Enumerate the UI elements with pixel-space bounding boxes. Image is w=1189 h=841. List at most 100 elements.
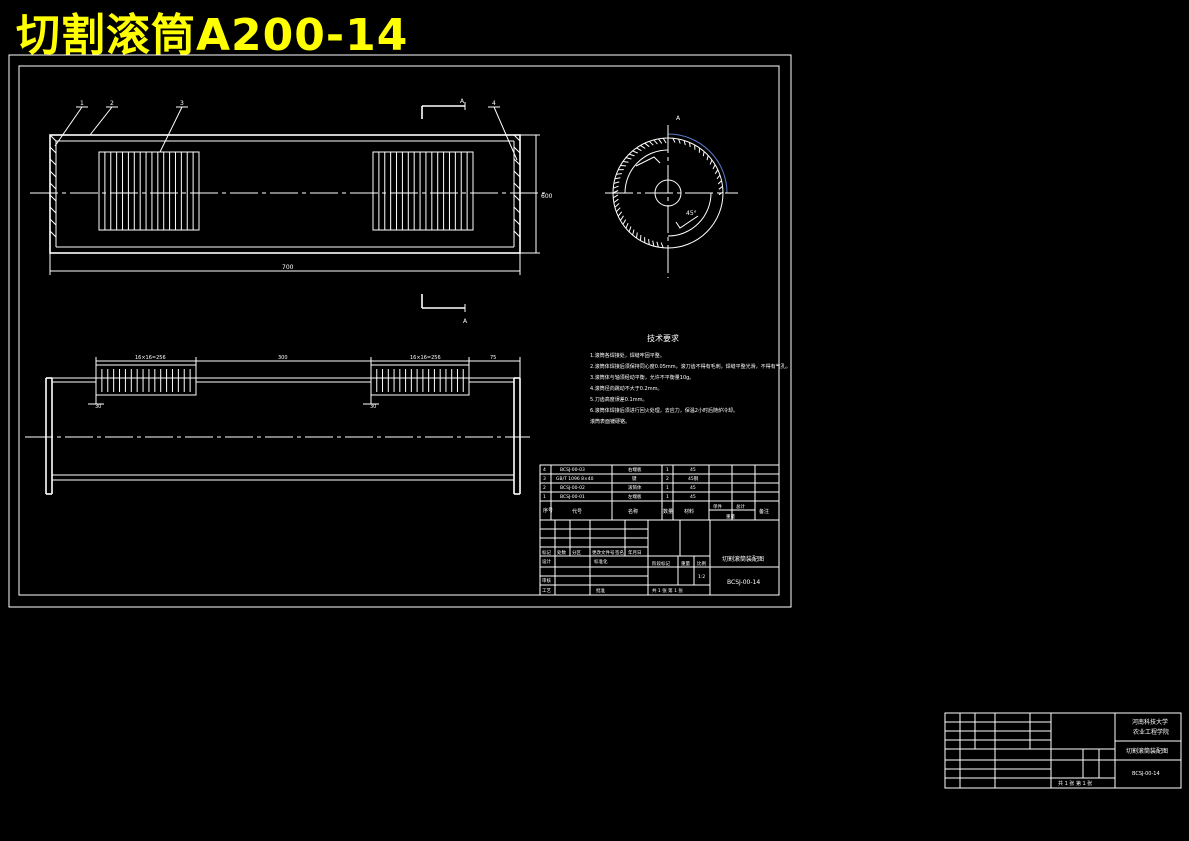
tb-stage: 阶段标记 xyxy=(652,560,670,567)
blade-line xyxy=(614,177,621,180)
blade-line xyxy=(628,226,632,233)
section-blade-group-right xyxy=(370,364,470,396)
blade-line xyxy=(636,147,642,152)
blade-group-left xyxy=(98,151,200,231)
bom-header-unit: 单件 xyxy=(713,503,722,510)
tech-item-3: 3.滚筒体与轴须经动平衡，允许不平衡量10g。 xyxy=(590,374,694,381)
bom-row-3-no: 2 xyxy=(543,485,546,491)
tb-drawing-no: BCSJ-00-14 xyxy=(727,579,760,586)
tb-scale-value: 1:2 xyxy=(698,574,705,580)
tb-weight: 重量 xyxy=(681,560,690,567)
front-view: 600 700 1 2 3 4 A A xyxy=(30,98,553,325)
balloon-3: 3 xyxy=(180,100,184,107)
thumb-sheets: 共 1 张 第 1 张 xyxy=(1058,780,1092,787)
blade-line xyxy=(716,174,721,180)
thumb-org2: 农业工程学院 xyxy=(1133,728,1169,736)
bom-header-material: 材料 xyxy=(684,508,694,515)
sheet-outer-border xyxy=(8,54,792,608)
bom-row-4-no: 1 xyxy=(543,494,546,500)
bom-row-1-material: 45 xyxy=(690,467,696,473)
length-dimension: 700 xyxy=(282,264,294,271)
bom-header-weight: 重量 xyxy=(726,513,735,520)
blade-line xyxy=(717,180,722,185)
bom-header-qty: 数量 xyxy=(663,508,673,515)
blade-line xyxy=(714,169,719,175)
section-blade-group-left xyxy=(95,364,197,396)
bom-row-2-qty: 2 xyxy=(666,476,669,482)
bom-row-3-qty: 1 xyxy=(666,485,669,491)
side-angle-mark-b: 45° xyxy=(686,210,697,217)
sheet-inner-border xyxy=(18,65,780,596)
blade-line xyxy=(622,161,629,163)
bom-header-name: 名称 xyxy=(628,508,638,515)
blade-line xyxy=(616,173,622,175)
section-mark-top: A xyxy=(460,98,465,105)
tb-sign: 签名 xyxy=(615,549,624,556)
blade-line xyxy=(644,142,650,148)
blade-line xyxy=(653,139,658,145)
blade-line xyxy=(625,157,632,160)
bom-row-2-name: 键 xyxy=(632,475,637,482)
blade-line xyxy=(613,198,619,204)
bom-header-code: 代号 xyxy=(572,508,582,515)
drawing-title: 切割滚筒A200-14 xyxy=(16,10,409,61)
tb-approve: 批准 xyxy=(596,587,605,594)
tb-designer: 设计 xyxy=(542,558,551,565)
tb-process: 工艺 xyxy=(542,588,551,594)
side-arc xyxy=(667,133,728,194)
tech-item-6: 6.滚筒体焊接后须进行回火处理，去应力，保温2小时后随炉冷却。 xyxy=(590,407,738,414)
bom-row-4-code: BCSJ-00-01 xyxy=(560,494,585,500)
tech-item-7: 滚筒表面镀硬铬。 xyxy=(590,418,630,425)
technical-requirements: 技术要求 1.滚筒各焊接处，焊缝牢固平整。 2.滚筒体焊接后须保持同心度0.05… xyxy=(590,333,791,425)
blade-line xyxy=(689,142,691,148)
section-pitch-2: 30 xyxy=(370,404,376,410)
bom-row-1-name: 右端板 xyxy=(628,466,642,473)
blade-line xyxy=(648,239,650,245)
side-angle-mark-a: A xyxy=(676,115,681,122)
bom-row-2-code: GB/T 1096 8×40 xyxy=(556,476,594,482)
bom-header-no: 序号 xyxy=(543,507,553,514)
blade-line xyxy=(678,138,681,144)
blade-line xyxy=(628,153,635,157)
tech-item-1: 1.滚筒各焊接处，焊缝牢固平整。 xyxy=(590,352,665,359)
bom-row-3-material: 45 xyxy=(690,485,696,491)
section-dim-3: 16×16=256 xyxy=(410,355,441,361)
tech-item-5: 5.刀齿高度误差0.1mm。 xyxy=(590,396,647,403)
blade-line xyxy=(640,144,646,149)
bom-row-3-name: 滚筒体 xyxy=(628,484,642,491)
tech-item-4: 4.滚筒径向跳动不大于0.2mm。 xyxy=(590,385,662,392)
section-dim-1: 16×16=256 xyxy=(135,355,166,361)
thumb-drawing-no: BCSJ-00-14 xyxy=(1132,771,1160,777)
blade-line xyxy=(636,232,638,239)
blade-line xyxy=(657,138,663,144)
blade-line xyxy=(612,194,619,199)
height-dimension: 600 xyxy=(541,193,553,200)
side-view: A 45° xyxy=(605,115,738,278)
bom-header-total: 总计 xyxy=(736,503,745,510)
tb-count: 处数 xyxy=(557,549,566,556)
blade-line xyxy=(625,223,629,229)
blade-line xyxy=(613,185,619,189)
blade-line xyxy=(632,229,635,236)
tech-heading: 技术要求 xyxy=(647,333,679,343)
blade-line xyxy=(706,155,709,161)
section-dim-4: 75 xyxy=(490,355,496,361)
blade-line xyxy=(617,211,623,217)
blade-line xyxy=(615,207,621,213)
thumbnail-title-block: 河南科技大学 农业工程学院 切割滚筒装配图 BCSJ-00-14 共 1 张 第… xyxy=(944,712,1182,789)
title-block: 标记 处数 分区 更改文件号 签名 年月日 设计 标准化 审核 工艺 批准 阶段… xyxy=(539,519,780,596)
bom-header-remark: 备注 xyxy=(759,508,769,515)
bom-row-3-code: BCSJ-00-02 xyxy=(560,485,585,491)
tb-review: 审核 xyxy=(542,577,551,584)
bom-row-1-no: 4 xyxy=(543,467,546,473)
blade-group-right xyxy=(372,151,474,231)
blade-line xyxy=(656,241,659,248)
drum-outline xyxy=(49,134,521,254)
blade-line xyxy=(614,203,620,208)
blade-line xyxy=(662,137,667,144)
balloon-1: 1 xyxy=(80,100,84,107)
thumb-drawing-name: 切割滚筒装配图 xyxy=(1126,747,1168,755)
tech-item-2: 2.滚筒体焊接后须保持同心度0.05mm，滚刀齿不得有毛刺，焊缝平整光滑，不得有… xyxy=(590,363,791,370)
bom-row-2-no: 3 xyxy=(543,476,546,482)
